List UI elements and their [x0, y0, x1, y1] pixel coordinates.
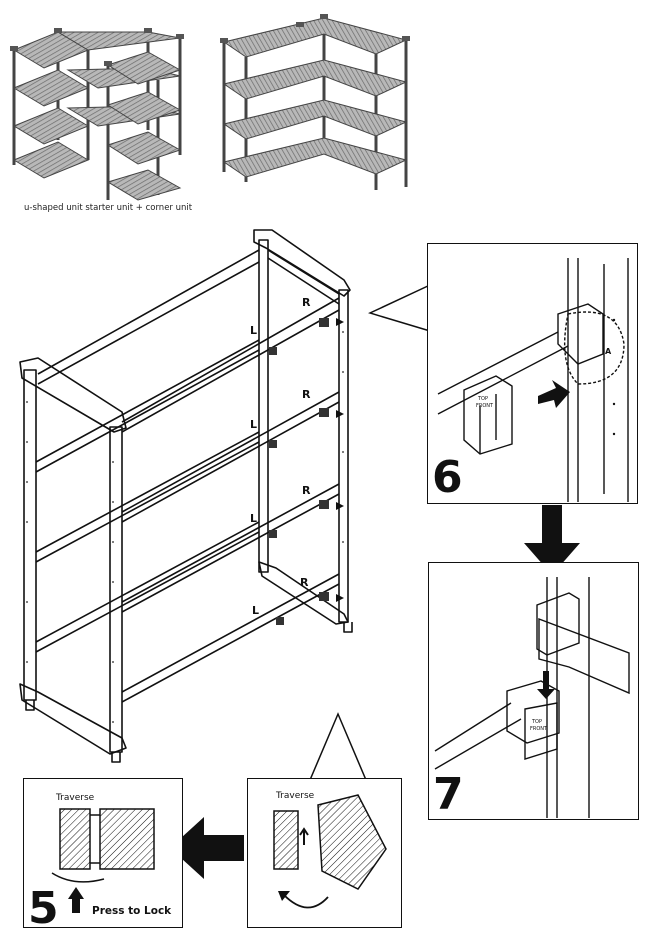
step6-number: 6 — [432, 452, 463, 503]
press-to-lock-label: Press to Lock — [92, 905, 172, 917]
callout-wedge-step5 — [308, 712, 368, 781]
step5-panel: Traverse Press to Lock 5 — [23, 778, 183, 934]
left-label-3: L — [250, 512, 257, 525]
u-shaped-unit-illustration — [10, 28, 184, 201]
step5-number: 5 — [28, 883, 59, 934]
corner-unit-illustration — [220, 14, 410, 190]
left-label-4: L — [252, 604, 259, 617]
main-shelving-diagram: L L L L R R R R — [19, 229, 353, 763]
down-arrow — [524, 505, 580, 575]
step5-traverse-label: Traverse — [56, 793, 95, 803]
left-arrow — [170, 817, 244, 879]
step7-panel: TOP FRONT 7 — [428, 562, 639, 820]
step5-illustration — [51, 808, 155, 913]
right-label-1: R — [302, 296, 311, 309]
left-label-1: L — [250, 324, 257, 337]
step7-clip-text-1: TOP — [531, 719, 542, 725]
step5-detail-traverse-label: Traverse — [276, 791, 315, 801]
step6-illustration: TOP FRONT A — [437, 258, 629, 502]
step7-clip-text-2: FRONT — [530, 726, 548, 732]
step7-illustration: TOP FRONT — [434, 577, 630, 818]
right-label-4: R — [300, 576, 309, 589]
step6-clip-text-1: TOP — [477, 396, 488, 402]
callout-wedge-step6 — [368, 284, 431, 332]
step6-panel: TOP FRONT A 6 — [427, 243, 638, 504]
step6-clip-text-2: FRONT — [476, 403, 494, 409]
top-caption: u-shaped unit starter unit + corner unit — [24, 203, 193, 213]
step6-corner-label: A — [605, 347, 612, 356]
right-label-3: R — [302, 484, 311, 497]
step5-detail-panel: Traverse — [247, 778, 402, 928]
right-label-2: R — [302, 388, 311, 401]
step5-detail-illustration — [273, 794, 387, 909]
step7-number: 7 — [433, 769, 464, 820]
left-label-2: L — [250, 418, 257, 431]
